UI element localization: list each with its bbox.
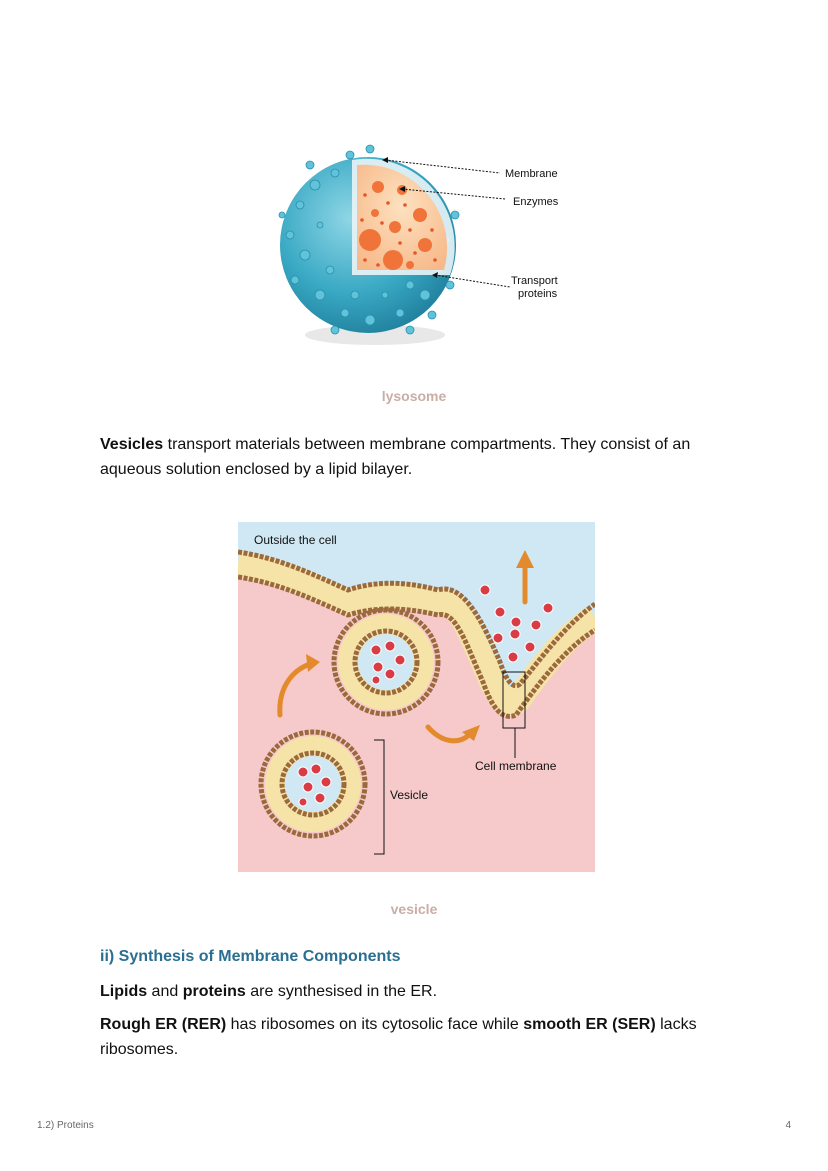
vesicle-diagram: Outside the cell Vesicle Cell membrane: [238, 522, 595, 872]
synthesis-text-2: are synthesised in the ER.: [245, 983, 438, 1000]
er-paragraph: Rough ER (RER) has ribosomes on its cyto…: [100, 1012, 740, 1062]
er-text-1: has ribosomes on its cytosolic face whil…: [226, 1016, 524, 1033]
label-enzymes: Enzymes: [513, 196, 559, 208]
section-heading: ii) Synthesis of Membrane Components: [100, 948, 401, 965]
lysosome-diagram: Membrane Enzymes Transport proteins: [278, 144, 559, 345]
synthesis-text-1: and: [147, 983, 183, 1000]
vesicles-paragraph: Vesicles transport materials between mem…: [100, 432, 740, 482]
footer-chapter: 1.2) Proteins: [37, 1120, 94, 1131]
er-text-2: lacks ribosomes.: [100, 1016, 697, 1058]
label-membrane: Membrane: [505, 168, 558, 180]
vesicles-text: transport materials between membrane com…: [100, 436, 691, 478]
lysosome-caption: lysosome: [381, 388, 447, 404]
ser-term: smooth ER (SER): [523, 1016, 656, 1033]
vesicle-caption: vesicle: [390, 901, 438, 917]
label-transport-line2: proteins: [518, 288, 558, 300]
vesicles-term: Vesicles: [100, 436, 164, 453]
label-outside-cell: Outside the cell: [254, 533, 337, 547]
rer-term: Rough ER (RER): [100, 1016, 227, 1033]
synthesis-line: Lipids and proteins are synthesised in t…: [100, 979, 740, 1004]
label-transport-line1: Transport: [511, 275, 558, 287]
footer-page-number: 4: [785, 1120, 791, 1131]
label-cell-membrane: Cell membrane: [475, 759, 557, 773]
lipids-term: Lipids: [100, 983, 148, 1000]
label-vesicle: Vesicle: [390, 788, 428, 802]
proteins-term: proteins: [182, 983, 246, 1000]
